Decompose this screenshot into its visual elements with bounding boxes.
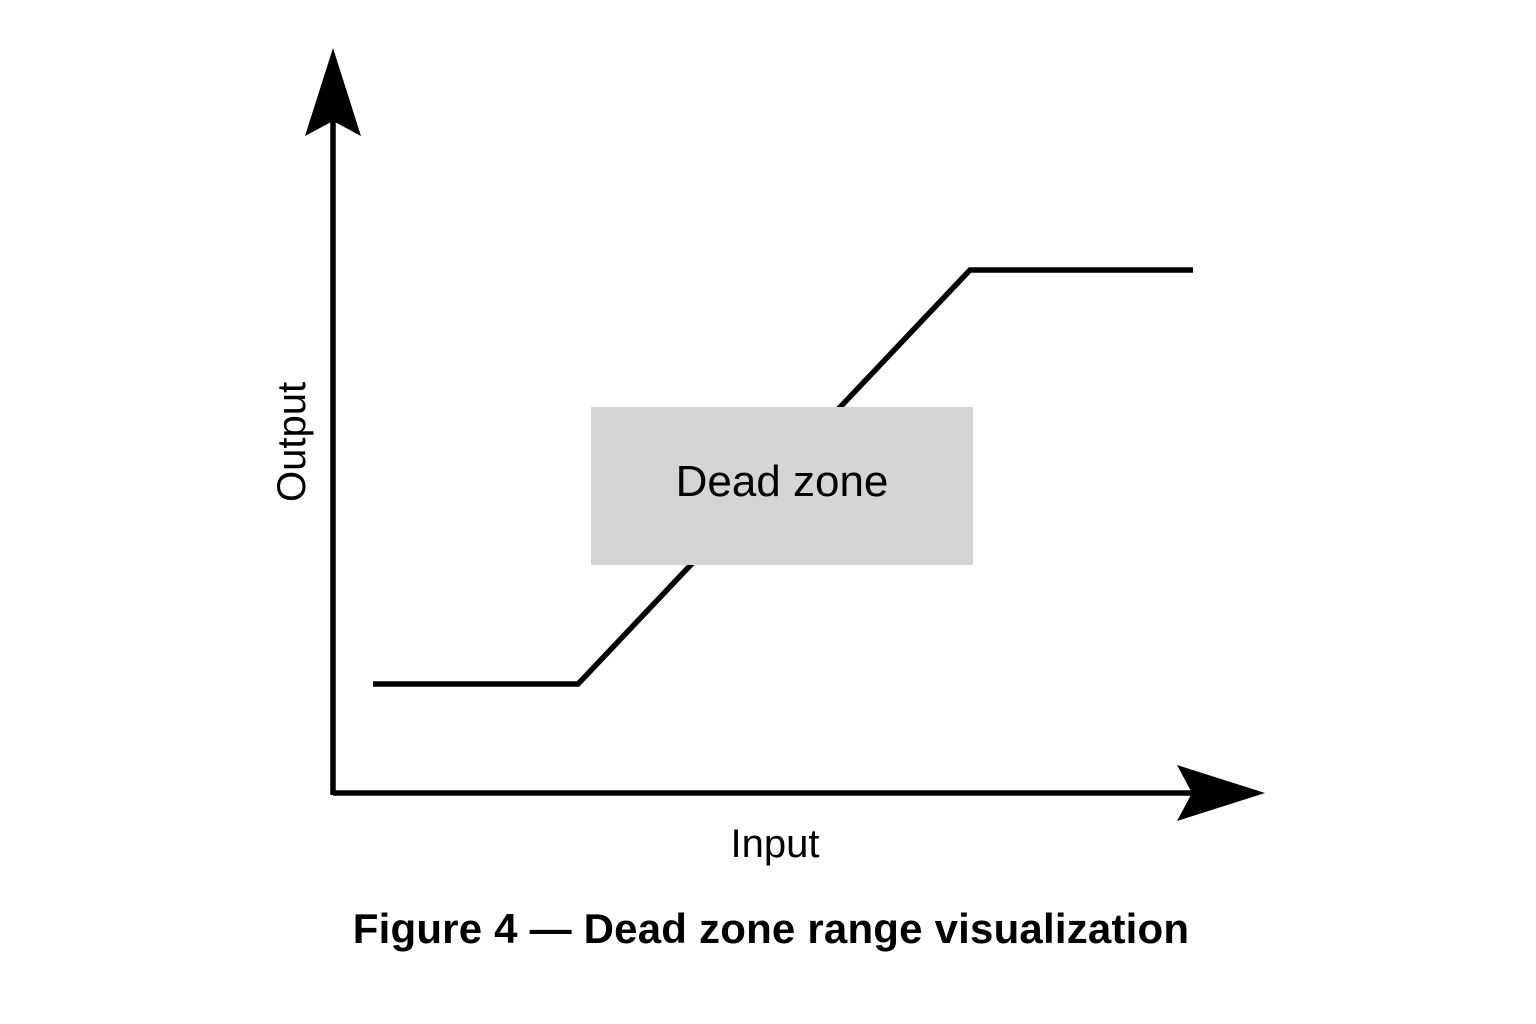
- y-axis-arrowhead-icon: [305, 48, 361, 136]
- axes-group: [305, 48, 1265, 821]
- dead-zone-rect: [591, 407, 973, 565]
- y-axis-label: Output: [270, 381, 314, 502]
- x-axis-arrowhead-icon: [1177, 765, 1265, 821]
- dead-zone-label: Dead zone: [675, 457, 889, 506]
- figure-caption-text: Figure 4 — Dead zone range visualization: [352, 905, 1190, 952]
- figure-caption: Figure 4 — Dead zone range visualization: [0, 908, 1536, 950]
- x-axis-label: Input: [730, 822, 820, 866]
- dead-zone-region-group: [591, 407, 973, 565]
